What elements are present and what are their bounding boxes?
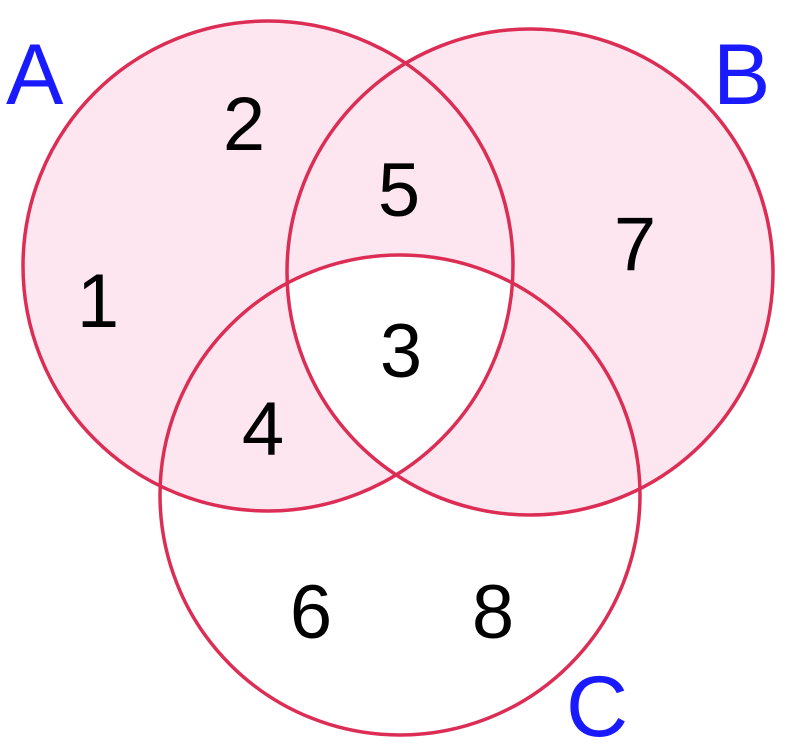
set-label-a: A xyxy=(6,27,64,123)
region-a-b-c: 3 xyxy=(380,309,422,394)
region-a-and-b: 5 xyxy=(378,148,420,233)
circle-a-outline xyxy=(21,19,515,513)
region-a-and-c: 4 xyxy=(242,387,284,472)
circle-c-outline xyxy=(158,253,642,737)
set-label-c: C xyxy=(566,659,628,750)
region-c-only-right: 8 xyxy=(472,570,514,655)
region-c-only-left: 6 xyxy=(290,570,332,655)
region-a-only-left: 1 xyxy=(77,259,119,344)
circle-b-outline xyxy=(285,27,775,517)
region-b-only: 7 xyxy=(614,202,656,287)
set-label-b: B xyxy=(713,27,770,123)
region-a-only-top: 2 xyxy=(223,82,265,167)
